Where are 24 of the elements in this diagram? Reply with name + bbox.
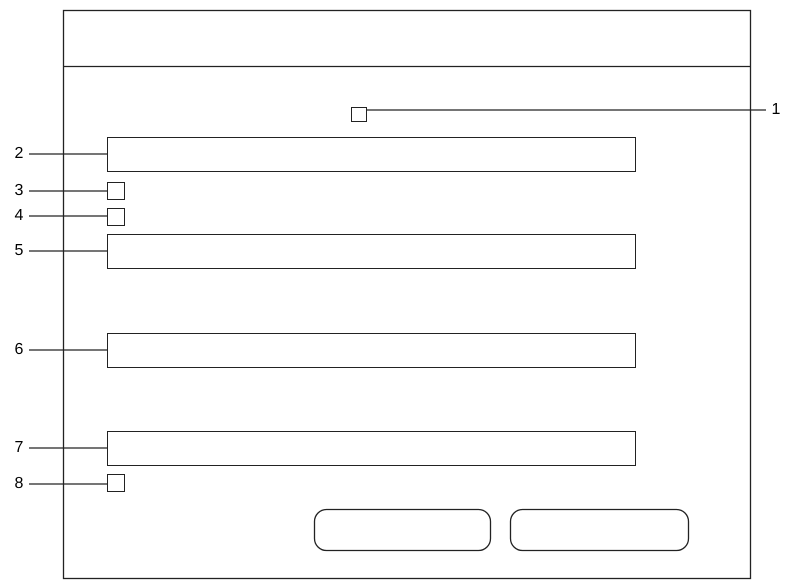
- leader-line: [29, 215, 107, 217]
- leader-line: [29, 153, 107, 155]
- leader-line: [29, 483, 107, 485]
- callout-number: 4: [12, 207, 26, 225]
- checkbox: [107, 474, 125, 492]
- input-field: [107, 234, 636, 269]
- callout-number: 2: [12, 145, 26, 163]
- leader-line: [29, 349, 107, 351]
- leader-line: [29, 250, 107, 252]
- leader-line: [29, 447, 107, 449]
- callout-number: 3: [12, 182, 26, 200]
- input-field: [107, 333, 636, 368]
- checkbox: [107, 208, 125, 226]
- callout-number: 8: [12, 475, 26, 493]
- callout-number: 1: [769, 101, 783, 119]
- callout-number: 5: [12, 242, 26, 260]
- checkbox: [351, 107, 367, 122]
- callout-number: 6: [12, 341, 26, 359]
- callout-number: 7: [12, 439, 26, 457]
- input-field: [107, 137, 636, 172]
- checkbox: [107, 182, 125, 200]
- leader-line: [367, 109, 766, 111]
- leader-line: [29, 190, 107, 192]
- input-field: [107, 431, 636, 466]
